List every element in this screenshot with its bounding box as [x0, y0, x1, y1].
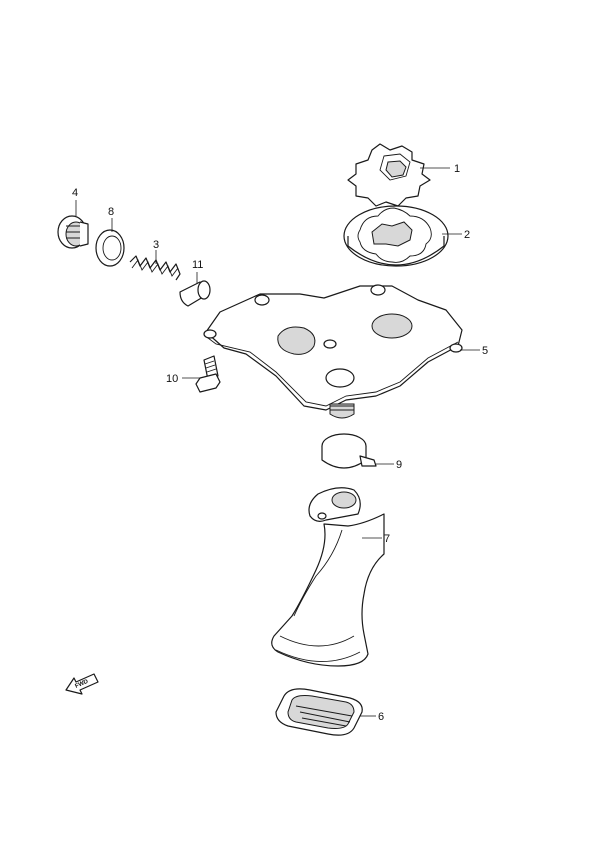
callout-8: 8 [108, 206, 114, 218]
part-2-outer-rotor [343, 205, 449, 267]
part-6-strainer-screen [275, 688, 363, 736]
callout-6: 6 [378, 711, 384, 723]
fwd-arrow-icon: FWD [65, 673, 99, 695]
part-3-spring [129, 255, 181, 281]
part-8-gasket [95, 229, 125, 267]
part-5-pump-cover [203, 284, 463, 419]
callout-9: 9 [396, 459, 402, 471]
part-7-strainer-pipe [271, 487, 385, 667]
part-10-bolt [195, 355, 221, 393]
leader-lines [75, 167, 480, 717]
part-1-inner-rotor [347, 143, 431, 207]
callout-7: 7 [384, 533, 390, 545]
callout-3: 3 [153, 239, 159, 251]
part-4-plug [57, 215, 89, 249]
callout-1: 1 [454, 163, 460, 175]
callout-10: 10 [166, 373, 178, 385]
callout-11: 11 [192, 259, 203, 271]
fwd-arrow-label: FWD [74, 679, 90, 690]
callout-2: 2 [464, 229, 470, 241]
callout-5: 5 [482, 345, 488, 357]
callout-4: 4 [72, 187, 78, 199]
part-11-sleeve [179, 280, 211, 307]
part-9-clamp [321, 433, 377, 469]
